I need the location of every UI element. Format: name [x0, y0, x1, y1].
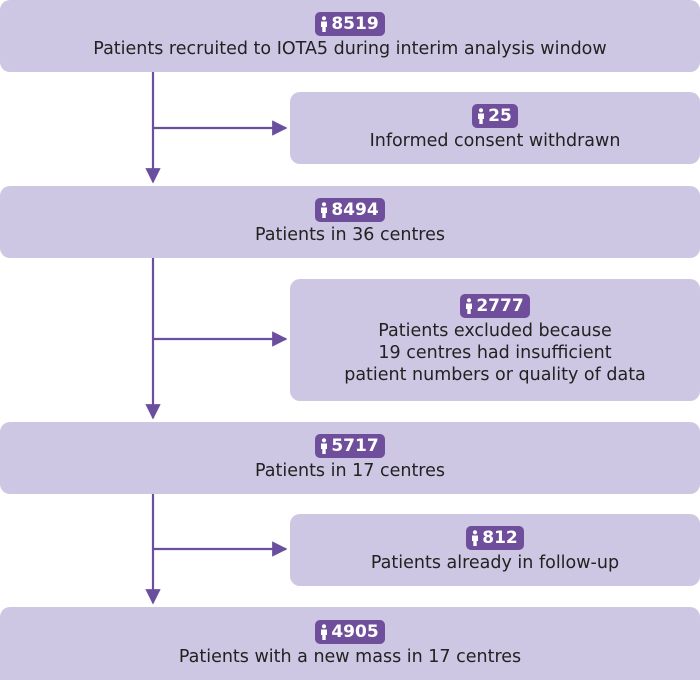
exclusion-box-follow-up: 812 Patients already in follow-up — [290, 514, 700, 586]
person-icon — [472, 530, 479, 546]
box-label: Informed consent withdrawn — [369, 131, 621, 151]
count-badge: 2777 — [460, 294, 530, 318]
box-label: Patients already in follow-up — [370, 553, 620, 573]
flow-box-17-centres: 5717 Patients in 17 centres — [0, 422, 700, 494]
flow-box-new-mass: 4905 Patients with a new mass in 17 cent… — [0, 607, 700, 680]
flow-box-36-centres: 8494 Patients in 36 centres — [0, 186, 700, 258]
count-badge: 8494 — [315, 198, 385, 222]
box-label: Patients excluded because 19 centres had… — [344, 321, 646, 385]
count-badge: 5717 — [315, 434, 385, 458]
count-value: 812 — [482, 528, 518, 548]
person-icon — [478, 108, 485, 124]
count-value: 5717 — [331, 436, 379, 456]
exclusion-box-centres: 2777 Patients excluded because 19 centre… — [290, 279, 700, 401]
count-value: 4905 — [331, 621, 379, 642]
box-label: Patients with a new mass in 17 centres — [178, 646, 522, 667]
person-icon — [321, 16, 328, 32]
box-label: Patients recruited to IOTA5 during inter… — [93, 39, 607, 59]
count-badge: 25 — [472, 104, 518, 128]
flow-box-recruited: 8519 Patients recruited to IOTA5 during … — [0, 0, 700, 72]
count-badge: 8519 — [315, 12, 385, 36]
box-label: Patients in 36 centres — [255, 225, 445, 245]
box-label: Patients in 17 centres — [255, 461, 445, 481]
person-icon — [321, 202, 328, 218]
count-badge: 812 — [466, 526, 524, 550]
count-value: 25 — [488, 106, 512, 126]
person-icon — [321, 438, 328, 454]
count-value: 2777 — [476, 296, 524, 316]
count-value: 8519 — [331, 14, 379, 34]
person-icon — [321, 623, 328, 640]
person-icon — [466, 298, 473, 314]
count-value: 8494 — [331, 200, 379, 220]
exclusion-box-consent: 25 Informed consent withdrawn — [290, 92, 700, 164]
count-badge: 4905 — [315, 619, 385, 644]
